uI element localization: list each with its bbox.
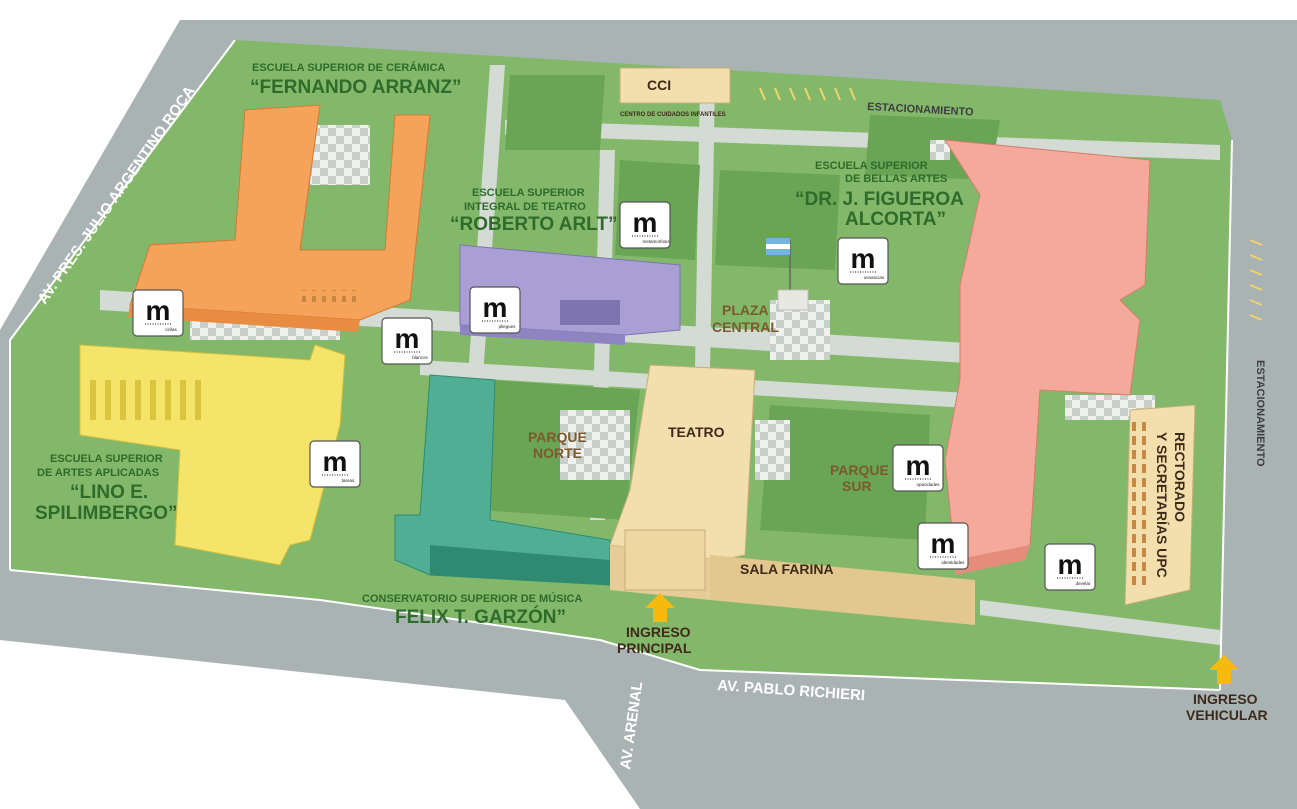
- cci-label: CCI: [647, 77, 671, 93]
- ingreso-vehicular-label-2: VEHICULAR: [1186, 707, 1268, 723]
- ingreso-principal-label-1: INGRESO: [626, 624, 691, 640]
- parque-norte-label-1: PARQUE: [528, 429, 587, 445]
- school-teatro-name: “ROBERTO ARLT”: [450, 214, 617, 235]
- marker-metamorfosis[interactable]: m metamorfosis: [619, 201, 671, 249]
- arrow-icon: [645, 593, 1239, 684]
- school-bellas-line1: Escuela superior: [815, 160, 928, 172]
- marker-letter: m: [323, 446, 348, 477]
- parking-label-right: ESTACIONAMIENTO: [1254, 360, 1266, 467]
- building-cci: [619, 67, 731, 104]
- sala-farina-label: SALA FARINA: [740, 561, 834, 577]
- marker-code: metamorfosis: [642, 239, 670, 244]
- parque-sur-label-1: PARQUE: [830, 462, 889, 478]
- school-musica-line1: CONSERVATORIO SUPERIOR DE MÚSICA: [362, 592, 582, 605]
- school-aplicadas-line2: DE ARTES APLICADAS: [37, 467, 159, 479]
- ingreso-vehicular-label-1: INGRESO: [1193, 691, 1258, 707]
- school-bellas-line2: DE BELLAS ARTES: [845, 173, 947, 185]
- parking-top: [759, 87, 856, 101]
- marker-blancos[interactable]: m blancos: [381, 317, 433, 365]
- plaza-label-1: PLAZA: [722, 302, 769, 318]
- building-bellas-artes: [944, 139, 1151, 575]
- marker-letter: m: [633, 207, 658, 238]
- marker-letter: m: [146, 295, 171, 326]
- marker-code: identidades: [941, 560, 965, 565]
- school-teatro-line2: INTEGRAL DE TEATRO: [464, 201, 586, 213]
- building-ceramica: [128, 104, 431, 332]
- parque-sur-label-2: SUR: [842, 478, 872, 494]
- marker-usnancias[interactable]: m usnancias: [837, 237, 889, 285]
- marker-code: tareas: [342, 478, 355, 483]
- avenue-edges: [9, 39, 1233, 691]
- building-rectorado: [1124, 404, 1196, 606]
- marker-tareas[interactable]: m tareas: [309, 440, 361, 488]
- marker-code: blancos: [412, 355, 428, 360]
- rectorado-label-2: Y SECRETARÍAS UPC: [1154, 432, 1170, 578]
- school-bellas-name2: ALCORTA”: [845, 209, 946, 230]
- school-ceramica-line1: ESCUELA SUPERIOR DE CERÁMICA: [252, 61, 445, 74]
- teatro-label: TEATRO: [668, 424, 725, 440]
- checker-plazas: [190, 125, 1155, 480]
- marker-code: opacidades: [916, 482, 940, 487]
- marker-letter: m: [395, 323, 420, 354]
- cci-sub-label: CENTRO DE CUIDADOS INFANTILES: [620, 112, 726, 118]
- school-teatro-line1: ESCUELA SUPERIOR: [472, 187, 585, 199]
- school-aplicadas-name1: “LINO E.: [70, 482, 148, 503]
- parking-right: [1249, 239, 1263, 321]
- school-ceramica-name: “FERNANDO ARRANZ”: [250, 77, 461, 98]
- building-musica: [394, 374, 611, 586]
- marker-letter: m: [1058, 549, 1083, 580]
- school-aplicadas-line1: ESCUELA SUPERIOR: [50, 453, 163, 465]
- rectorado-label-1: RECTORADO: [1172, 432, 1188, 522]
- marker-opacidades[interactable]: m opacidades: [892, 444, 944, 492]
- marker-code: pliegues: [499, 324, 517, 329]
- marker-pliegues[interactable]: m pliegues: [469, 286, 521, 334]
- parque-norte-label-2: NORTE: [533, 445, 582, 461]
- school-aplicadas-name2: SPILIMBERGO”: [35, 503, 178, 524]
- flag-icon: [766, 238, 809, 311]
- school-bellas-name1: “DR. J. FIGUEROA: [795, 189, 964, 210]
- marker-letter: m: [851, 243, 876, 274]
- marker-letter: m: [906, 450, 931, 481]
- building-teatro: [609, 364, 975, 625]
- marker-code: develar: [1076, 581, 1091, 586]
- ingreso-principal-label-2: PRINCIPAL: [617, 640, 692, 656]
- building-aplicadas: [79, 344, 346, 566]
- marker-cirilas[interactable]: m cirilas: [132, 289, 184, 337]
- plaza-label-2: CENTRAL: [712, 319, 779, 335]
- marker-code: cirilas: [165, 327, 177, 332]
- marker-develar[interactable]: m develar: [1044, 543, 1096, 591]
- parking-label-top: ESTACIONAMIENTO: [867, 101, 974, 119]
- school-musica-name: FELIX T. GARZÓN”: [395, 606, 566, 628]
- marker-letter: m: [931, 528, 956, 559]
- marker-identidades[interactable]: m identidades: [917, 522, 969, 570]
- marker-letter: m: [483, 292, 508, 323]
- marker-code: usnancias: [864, 275, 885, 280]
